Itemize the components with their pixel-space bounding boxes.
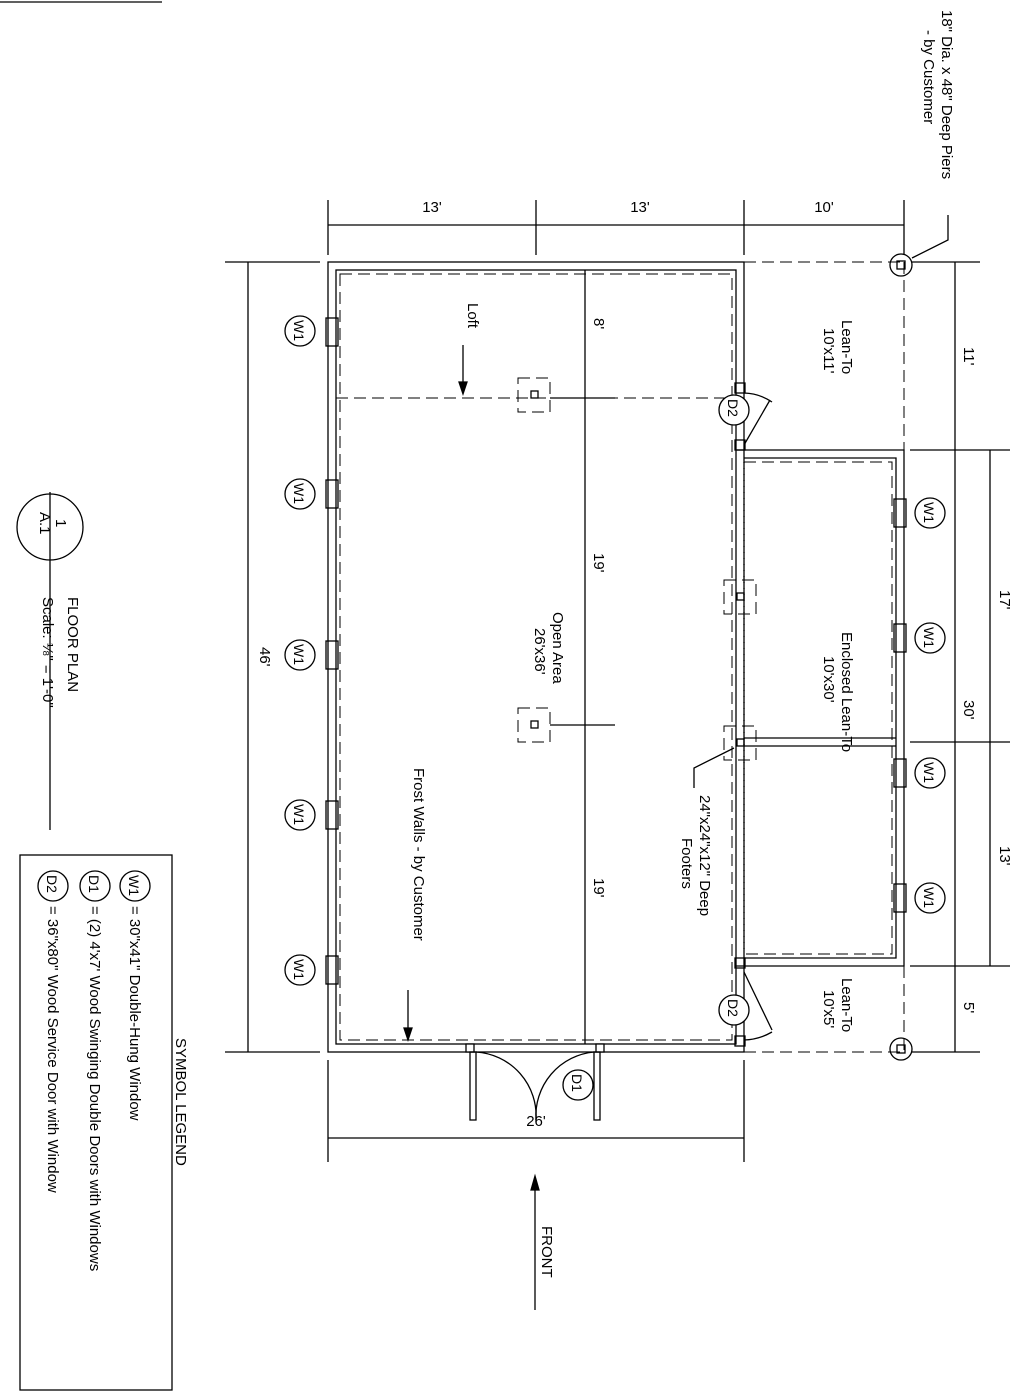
bottom-dimension: 26' [327, 1060, 745, 1162]
svg-text:W1: W1 [291, 320, 307, 341]
svg-text:W1: W1 [126, 875, 142, 896]
open-area-size: 26'x36' [531, 628, 548, 675]
svg-text:D2: D2 [44, 875, 60, 893]
svg-text:W1: W1 [291, 644, 307, 665]
enclosed-lean-to [736, 449, 905, 967]
lean-to-label: Lean-To [838, 320, 855, 374]
svg-text:D2: D2 [725, 399, 741, 417]
svg-text:W1: W1 [921, 887, 937, 908]
enclosed-lean-to-size: 10'x30' [820, 656, 837, 703]
drawing-title: FLOOR PLAN [64, 597, 81, 692]
svg-text:46': 46' [256, 647, 273, 667]
symbol-legend: SYMBOL LEGEND W1 = 30"x41" Double-Hung W… [19, 854, 189, 1391]
left-dimension: 46' [225, 261, 320, 1053]
footers-label: Footers [678, 838, 695, 889]
open-lean-to-outline [744, 261, 905, 1053]
svg-text:W1: W1 [921, 502, 937, 523]
frost-walls-label: Frost Walls - by Customer [410, 768, 427, 941]
svg-text:W1: W1 [291, 804, 307, 825]
open-area-label: Open Area [549, 612, 566, 684]
inner-dimension: 8' 19' 19' [550, 270, 615, 1044]
footers [517, 377, 757, 761]
svg-text:D2: D2 [725, 999, 741, 1017]
main-building [327, 261, 745, 1053]
svg-text:18" Dia. x 48" Deep Piers: 18" Dia. x 48" Deep Piers [938, 10, 955, 179]
pier-icon [889, 1037, 913, 1061]
svg-text:W1: W1 [291, 959, 307, 980]
svg-text:A.1: A.1 [36, 512, 53, 535]
pier-note: 18" Dia. x 48" Deep Piers - by Customer [911, 10, 955, 259]
svg-text:13': 13' [630, 199, 650, 216]
double-door: D1 [465, 1043, 605, 1121]
svg-text:= (2) 4'x7' Wood Swinging Doub: = (2) 4'x7' Wood Swinging Double Doors w… [86, 906, 103, 1271]
svg-text:= 30"x41" Double-Hung Window: = 30"x41" Double-Hung Window [126, 906, 143, 1121]
loft-label: Loft [464, 303, 481, 329]
svg-text:17': 17' [996, 590, 1013, 610]
top-dimensions: 13' 13' 10' [327, 199, 905, 255]
svg-text:- by Customer: - by Customer [920, 30, 937, 124]
enclosed-lean-to-label: Enclosed Lean-To [838, 632, 855, 752]
svg-text:FRONT: FRONT [538, 1226, 555, 1278]
right-dimensions: 11' 30' 5' 17' 13' [910, 261, 1013, 1053]
svg-text:11': 11' [960, 347, 977, 366]
svg-text:5': 5' [960, 1002, 977, 1013]
svg-text:10': 10' [814, 199, 834, 216]
svg-text:19': 19' [590, 878, 607, 898]
svg-text:= 36"x80" Wood Service Door wi: = 36"x80" Wood Service Door with Window [44, 906, 61, 1193]
svg-text:SYMBOL LEGEND: SYMBOL LEGEND [172, 1038, 189, 1166]
svg-text:D1: D1 [569, 1074, 585, 1092]
service-door-bottom: D2 [718, 957, 773, 1047]
svg-text:1: 1 [52, 519, 69, 527]
svg-text:13': 13' [996, 846, 1013, 866]
svg-text:13': 13' [422, 199, 442, 216]
svg-text:W1: W1 [291, 483, 307, 504]
svg-text:8': 8' [590, 318, 607, 329]
lean-to-size: 10'x11' [820, 328, 837, 374]
lean-to-size: 10'x5' [820, 990, 837, 1028]
service-door-top: D2 [718, 382, 773, 451]
front-indicator: FRONT [530, 1173, 555, 1310]
footers-label: 24"x24"x12" Deep [696, 795, 713, 916]
svg-text:W1: W1 [921, 627, 937, 648]
pier-icon [889, 253, 913, 277]
svg-text:26': 26' [526, 1113, 546, 1130]
windows-left: W1 W1 W1 W1 W1 [284, 315, 339, 986]
svg-text:30': 30' [960, 700, 977, 720]
svg-text:D1: D1 [86, 875, 102, 893]
svg-text:W1: W1 [921, 762, 937, 783]
windows-right: W1 W1 W1 W1 [893, 497, 946, 914]
lean-to-label: Lean-To [838, 978, 855, 1032]
drawing-scale: Scale: ⅛" = 1'-0" [39, 597, 56, 708]
svg-text:19': 19' [590, 553, 607, 573]
title-block: 1 A.1 FLOOR PLAN Scale: ⅛" = 1'-0" [16, 492, 84, 830]
